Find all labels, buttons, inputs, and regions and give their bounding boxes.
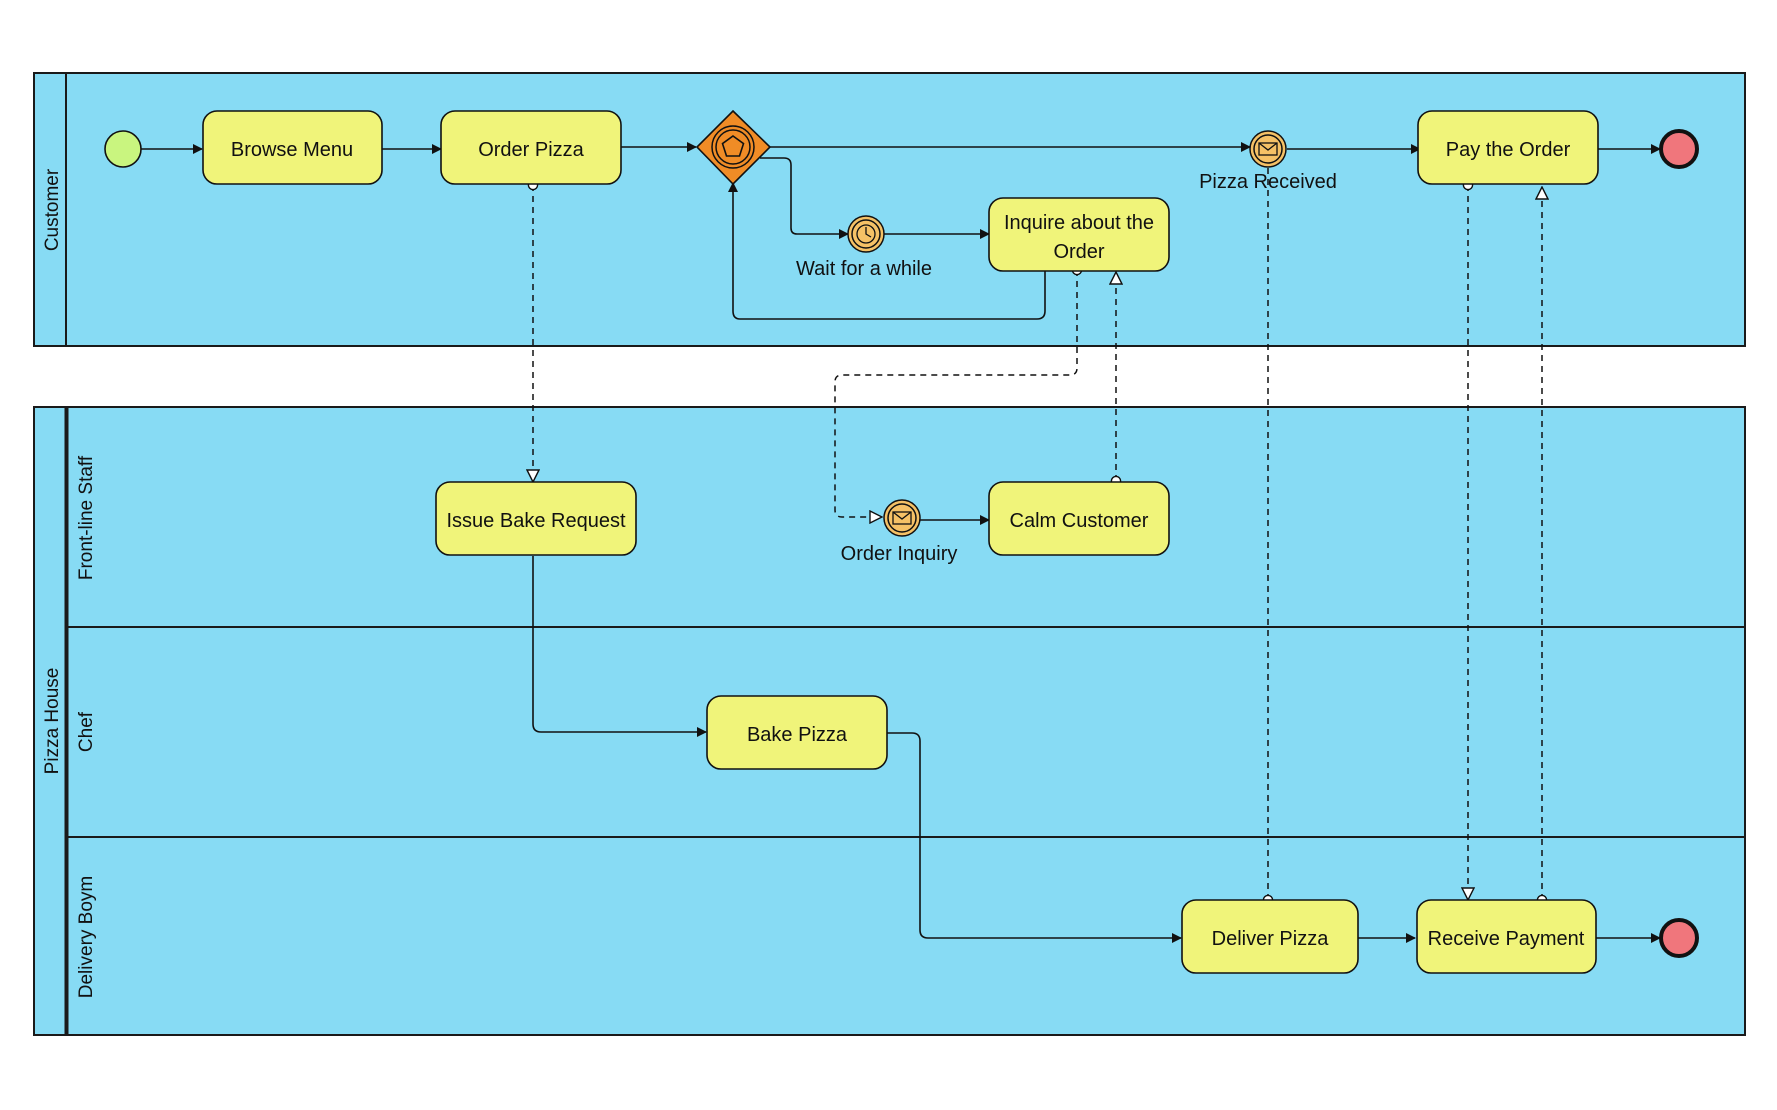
lane-chef-label: Chef xyxy=(76,711,97,752)
task-receive-payment[interactable]: Receive Payment xyxy=(1416,899,1597,974)
lane-delivery-label: Delivery Boym xyxy=(76,876,97,998)
task-browse-menu[interactable]: Browse Menu xyxy=(202,110,383,185)
lane-front-line-staff-label: Front-line Staff xyxy=(76,455,97,580)
task-deliver-pizza-label: Deliver Pizza xyxy=(1212,928,1330,950)
task-pay-the-order[interactable]: Pay the Order xyxy=(1417,110,1599,185)
task-order-pizza[interactable]: Order Pizza xyxy=(440,110,622,185)
task-inquire-label-line1: Inquire about the xyxy=(1004,212,1154,234)
task-browse-menu-label: Browse Menu xyxy=(231,139,353,161)
gateway-outer-ring xyxy=(711,125,755,169)
task-bake-pizza-label: Bake Pizza xyxy=(747,724,848,746)
message-flows xyxy=(533,167,1542,906)
event-order-inquiry[interactable]: Order Inquiry xyxy=(841,499,958,565)
pool-pizza-house-label: Pizza House xyxy=(42,668,63,775)
envelope-icon xyxy=(1258,142,1278,156)
task-calm-customer-label: Calm Customer xyxy=(1010,510,1149,532)
event-pizza-received-label: Pizza Received xyxy=(1199,171,1337,193)
flow-bake-to-deliver[interactable] xyxy=(887,732,1182,943)
task-calm-customer[interactable]: Calm Customer xyxy=(988,481,1170,556)
task-issue-bake-request[interactable]: Issue Bake Request xyxy=(435,481,637,556)
event-wait-for-a-while[interactable]: Wait for a while xyxy=(796,215,932,280)
envelope-icon xyxy=(892,511,912,525)
task-bake-pizza[interactable]: Bake Pizza xyxy=(706,695,888,770)
gateway-inner-ring xyxy=(715,129,751,165)
event-wait-label: Wait for a while xyxy=(796,258,932,280)
message-inquire-to-order-inquiry[interactable] xyxy=(834,270,1077,517)
end-event-customer[interactable] xyxy=(1659,129,1699,169)
event-order-inquiry-label: Order Inquiry xyxy=(841,543,958,565)
task-inquire-label-line2: Order xyxy=(1053,241,1104,263)
task-inquire-about-order[interactable]: Inquire about the Order xyxy=(988,197,1170,272)
event-based-gateway[interactable] xyxy=(695,109,772,186)
task-order-pizza-label: Order Pizza xyxy=(478,139,584,161)
task-deliver-pizza[interactable]: Deliver Pizza xyxy=(1181,899,1359,974)
end-event-delivery[interactable] xyxy=(1659,918,1699,958)
pentagon-icon xyxy=(721,135,745,157)
task-issue-bake-request-label: Issue Bake Request xyxy=(447,510,626,532)
flow-gateway-to-wait[interactable] xyxy=(760,157,849,239)
task-receive-payment-label: Receive Payment xyxy=(1428,928,1585,950)
start-event[interactable] xyxy=(104,130,142,168)
event-pizza-received[interactable]: Pizza Received xyxy=(1199,130,1337,193)
task-pay-the-order-label: Pay the Order xyxy=(1446,139,1571,161)
flow-issue-to-bake[interactable] xyxy=(532,556,707,737)
clock-icon xyxy=(856,224,876,244)
pool-customer-label: Customer xyxy=(42,168,63,251)
